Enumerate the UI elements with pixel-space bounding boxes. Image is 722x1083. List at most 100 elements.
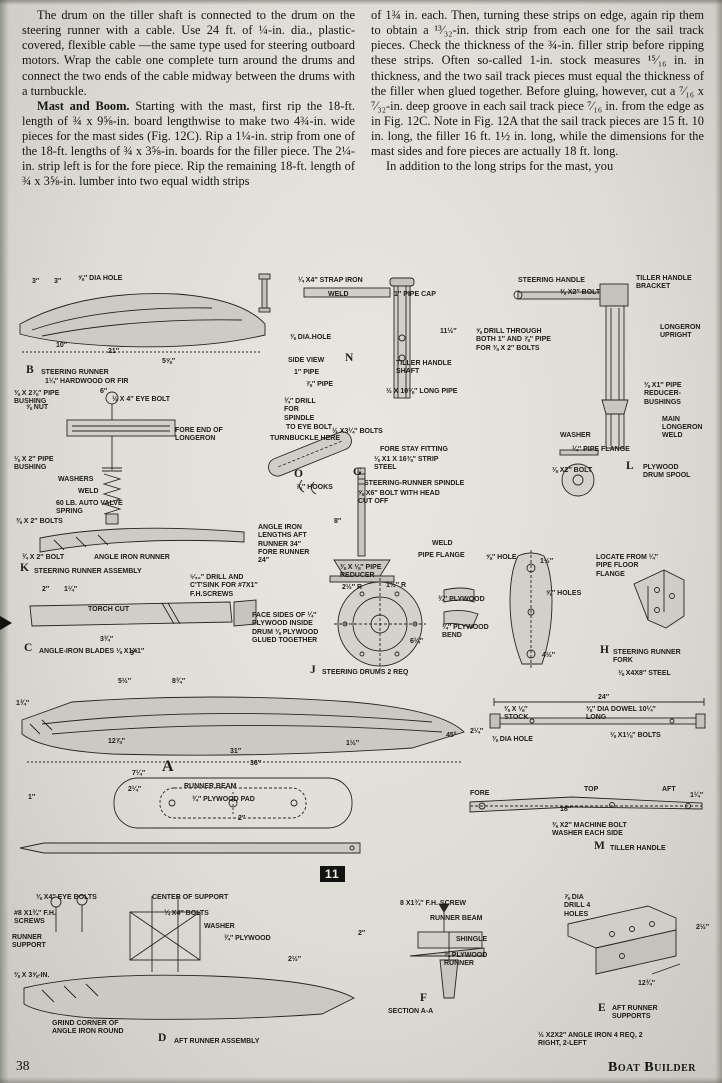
diagram-label: 2¼″ xyxy=(470,728,484,735)
page-number: 38 xyxy=(16,1058,30,1073)
diagram-line-art xyxy=(19,273,706,1020)
diagram-label: ½ X2X2″ ANGLE IRON 4 REQ, 2 RIGHT, 2-LEF… xyxy=(538,1032,643,1048)
diagram-label: 21″ xyxy=(108,348,120,355)
diagram-label: LONGERON UPRIGHT xyxy=(660,324,701,340)
paragraph: Mast and Boom. Starting with the mast, f… xyxy=(22,99,355,190)
diagram-label: D xyxy=(158,1032,167,1044)
diagram-label: LOCATE FROM ¼″ PIPE FLOOR FLANGE xyxy=(596,554,658,578)
diagram-label: FORE xyxy=(470,790,490,797)
diagram-label: AFT RUNNER SUPPORTS xyxy=(612,1005,658,1021)
diagram-label: RUNNER BEAM xyxy=(430,915,483,922)
diagram-label: AFT xyxy=(662,786,676,793)
diagram-label: TOP xyxy=(584,786,599,793)
diagram-label: 60 LB. AUTO VALVE SPRING xyxy=(56,500,123,516)
diagram-label: ⁵⁄₃₂″ DRILL AND C'T'SINK FOR #7X1″ F.H.S… xyxy=(190,574,258,598)
diagram-label: ¾ PLYWOOD RUNNER xyxy=(444,952,488,968)
diagram-label: 31″ xyxy=(230,748,242,755)
diagram-label: J xyxy=(310,664,316,676)
diagram-label: ¼″ PLYWOOD BEND xyxy=(442,624,489,640)
diagram-label: AFT RUNNER ASSEMBLY xyxy=(174,1038,260,1045)
diagram-label: ⅛ X2″ BOLT xyxy=(552,467,593,474)
diagram-label: ⅝″ DIA HOLE xyxy=(78,275,123,282)
diagram-label: 1½″ xyxy=(540,558,554,565)
diagram-label: ⅜″ DIA DOWEL 10¼″ LONG xyxy=(586,706,656,722)
diagram-label: 3″ xyxy=(32,278,40,285)
article-left-column: The drum on the tiller shaft is connecte… xyxy=(22,8,355,190)
diagram-label: ANGLE IRON RUNNER xyxy=(94,554,170,561)
diagram-label: ⅜ X ⅛″ STOCK xyxy=(504,706,529,722)
diagram-label: ⅜ X1″ PIPE REDUCER- BUSHINGS xyxy=(644,382,682,406)
diagram-label: 2″ xyxy=(42,586,50,593)
diagram-label: E xyxy=(598,1002,606,1014)
diagram-label: MAIN LONGERON xyxy=(662,416,703,432)
diagram-label: 3¾″ xyxy=(100,636,114,643)
diagram-label: WELD xyxy=(328,291,349,298)
diagram-label: B xyxy=(26,364,34,376)
diagram-label: STEERING RUNNER ASSEMBLY xyxy=(34,568,142,575)
diagram-label: ⅜ X 3⅝-IN. xyxy=(14,972,50,979)
diagram-label: ⅜ X2″ BOLT xyxy=(560,289,601,296)
diagram-label: ANGLE IRON LENGTHS AFT RUNNER 34″ FORE R… xyxy=(258,524,310,564)
diagram-label: 45° xyxy=(446,732,457,739)
diagram-area: 3″ 3″ ⅝″ DIA HOLE 10″ 21″ 5⅝″ B STEERING RUNNER… xyxy=(12,272,712,1054)
diagram-label: ⅝″ HOLE xyxy=(486,554,517,561)
diagram-label: TILLER HANDLE SHAFT xyxy=(396,360,452,376)
diagram-label: ¾″ PLYWOOD xyxy=(438,596,485,603)
paragraph-lead: Mast and Boom. xyxy=(37,98,130,113)
diagram-label: 7¼″ xyxy=(132,770,146,777)
diagram-label: WELD xyxy=(78,488,99,495)
diagram-label: ½ X3¼″ BOLTS xyxy=(332,428,383,435)
diagram-label-layer: 3″ 3″ ⅝″ DIA HOLE 10″ 21″ 5⅝″ B STEERING RUNNER… xyxy=(12,272,712,1054)
diagram-label: STEERING DRUMS 2 REQ xyxy=(322,669,409,676)
diagram-label: 11½″ xyxy=(440,328,457,335)
diagram-label: G xyxy=(353,466,362,478)
diagram-label: O xyxy=(294,468,303,480)
diagram-label: GRIND CORNER OF ANGLE IRON ROUND xyxy=(52,1020,124,1036)
diagram-label: L xyxy=(626,460,634,472)
diagram-label: 10″ xyxy=(56,342,68,349)
diagram-label: ⅝ X6″ BOLT WITH HEAD CUT OFF xyxy=(358,490,440,506)
diagram-label: FORE STAY FITTING xyxy=(380,446,448,453)
paragraph: In addition to the long strips for the m… xyxy=(386,159,614,174)
diagram-label: FORE END OF LONGERON xyxy=(175,427,223,443)
diagram-label: A xyxy=(162,758,174,775)
diagram-label: ¼ X4″ BOLTS xyxy=(164,910,209,917)
diagram-label: M xyxy=(594,840,605,852)
diagram-label: SHINGLE xyxy=(456,936,488,943)
diagram-label: ⅞″ HOOKS xyxy=(296,484,333,491)
diagram-label: TO EYE BOLT xyxy=(286,424,333,431)
diagram-label: 1¾″ xyxy=(16,700,30,707)
diagram-label: SIDE VIEW xyxy=(288,357,325,364)
diagram-label: 18″ xyxy=(560,806,572,813)
diagram-label: H xyxy=(600,644,609,656)
diagram-label: 4½″ xyxy=(542,652,556,659)
diagram-label: K xyxy=(20,562,29,574)
diagram-label: STEERING-RUNNER SPINDLE xyxy=(364,480,465,487)
diagram-label: 24″ xyxy=(598,694,610,701)
diagram-label: CENTER OF SUPPORT xyxy=(152,894,229,901)
diagram-label: TURNBUCKLE HERE xyxy=(270,435,340,442)
diagram-label: 1″ PIPE xyxy=(294,369,320,376)
diagram-label: ⅝ DRILL THROUGH BOTH 1″ AND ⅞″ PIPE FOR … xyxy=(476,328,551,352)
page-edge-top xyxy=(0,0,722,5)
diagram-label: ⅜ X4″ EYE BOLTS xyxy=(36,894,97,901)
diagram-label: ANGLE-IRON BLADES ⅛ X1X1″ xyxy=(39,648,145,655)
diagram-label: ⅜ X 2⅞″ PIPE BUSHING xyxy=(14,390,60,406)
diagram-label: ¼ X4″ STRAP IRON xyxy=(298,277,363,284)
diagram-label: 8″ xyxy=(334,518,342,525)
diagram-label: #8 X1¾″ F.H. SCREWS xyxy=(14,910,56,926)
diagram-label: 8 X1¾″ F.H. SCREW xyxy=(400,900,466,907)
diagram-label: 36″ xyxy=(250,760,262,767)
diagram-label: 3″ xyxy=(130,650,138,657)
diagram-label: 1¼″ xyxy=(64,586,78,593)
diagram-label: FACE SIDES OF ¼″ PLYWOOD INSIDE DRUM ⅜ P… xyxy=(252,612,319,644)
diagram-label: ⅞ DIA DRILL 4 HOLES xyxy=(564,894,591,918)
diagram-label: ¾ X 2″ BOLT xyxy=(22,554,65,561)
diagram-label: 5⅝″ xyxy=(162,358,176,365)
diagram-label: RUNNER BEAM xyxy=(184,783,237,790)
diagram-label: SECTION A-A xyxy=(388,1008,434,1015)
page-edge-right xyxy=(715,0,722,1083)
diagram-label: 1¼″ xyxy=(690,792,704,799)
page-edge-left xyxy=(0,0,9,1083)
diagram-label: ⅛ X 2″ PIPE BUSHING xyxy=(14,456,54,472)
